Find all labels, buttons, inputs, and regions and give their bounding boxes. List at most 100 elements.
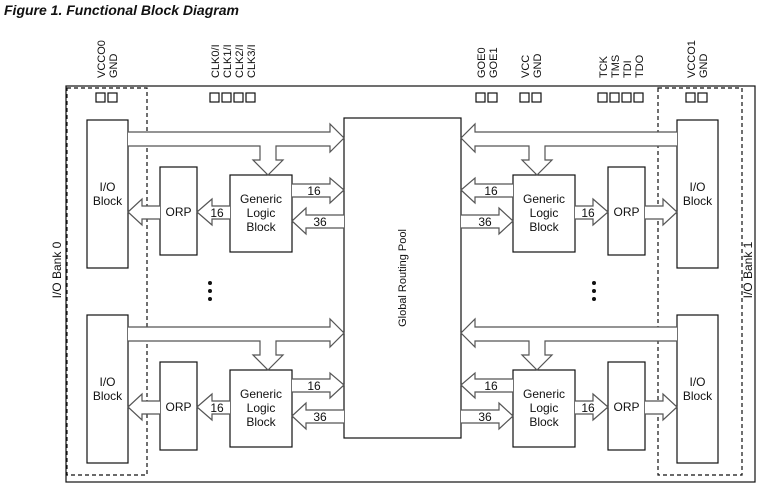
pin-pad (221, 92, 232, 103)
left-grp-to-glb-36-arrow (291, 401, 344, 431)
left-io-to-grp-arrow (128, 317, 345, 371)
right-glb-to-grp-16-arrow (460, 371, 513, 400)
io-block-label: Block (93, 194, 123, 208)
pin-pad (531, 92, 542, 103)
global-routing-pool-label: Global Routing Pool (397, 229, 409, 327)
glb-label: Logic (247, 206, 276, 220)
pin-label-gnd: GND (698, 54, 710, 79)
bus-width-label-36: 36 (478, 215, 492, 229)
continuation-dot (592, 289, 596, 293)
right-io-block (676, 314, 719, 464)
right-io-to-grp-arrow (460, 317, 677, 371)
pin-label-clk2i: CLK2/I (234, 44, 246, 78)
io-block-label: Block (683, 194, 713, 208)
io-block-label: I/O (99, 180, 115, 194)
io-block-label: I/O (689, 375, 705, 389)
bus-width-label-16: 16 (210, 401, 224, 415)
global-routing-pool (343, 117, 462, 439)
orp-label: ORP (613, 205, 639, 219)
pin-label-tdo: TDO (634, 54, 646, 78)
figure-title: Figure 1. Functional Block Diagram (4, 2, 239, 18)
left-glb-to-orp-16-arrow (196, 392, 230, 422)
right-orp-to-io-arrow (645, 197, 678, 227)
pin-pad (475, 92, 486, 103)
bus-width-label-36: 36 (478, 410, 492, 424)
orp-label: ORP (165, 400, 191, 414)
left-io-to-grp-arrow (128, 122, 345, 176)
io-bank-0-region (66, 87, 148, 476)
glb-label: Block (529, 220, 559, 234)
right-grp-to-glb-36-arrow (461, 206, 514, 236)
pin-pad (209, 92, 220, 103)
left-orp-to-io-arrow (127, 392, 160, 422)
pin-label-vcco1: VCCO1 (686, 40, 698, 78)
left-grp-to-glb-36-arrow (291, 206, 344, 236)
pin-label-clk1i: CLK1/I (222, 44, 234, 78)
bus-width-label-16: 16 (484, 184, 498, 198)
glb-label: Generic (240, 192, 282, 206)
left-io-block (86, 314, 129, 464)
io-block-label: Block (93, 389, 123, 403)
bus-width-label-16: 16 (581, 401, 595, 415)
left-orp-to-io-arrow (127, 197, 160, 227)
pin-pad (597, 92, 608, 103)
pin-label-tdi: TDI (622, 60, 634, 78)
glb-label: Logic (530, 401, 559, 415)
pin-pad (245, 92, 256, 103)
continuation-dot (208, 297, 212, 301)
orp-label: ORP (165, 205, 191, 219)
pin-label-gnd: GND (108, 54, 120, 79)
left-glb-to-grp-16-arrow (292, 371, 345, 400)
pin-pad (697, 92, 708, 103)
continuation-dot (592, 281, 596, 285)
bus-width-label-36: 36 (313, 410, 327, 424)
io-bank-0-label: I/O Bank 0 (50, 241, 64, 298)
io-block-label: I/O (689, 180, 705, 194)
right-io-block (676, 119, 719, 269)
io-bank-1-label: I/O Bank 1 (741, 241, 755, 298)
bus-width-label-16: 16 (307, 379, 321, 393)
continuation-dot (208, 281, 212, 285)
pin-pad (685, 92, 696, 103)
glb-label: Generic (523, 192, 565, 206)
pin-label-goe1: GOE1 (488, 47, 500, 78)
right-orp-to-io-arrow (645, 392, 678, 422)
right-glb-to-orp-16-arrow (575, 197, 609, 227)
bus-width-label-16: 16 (307, 184, 321, 198)
right-grp-to-glb-36-arrow (461, 401, 514, 431)
glb-label: Generic (523, 387, 565, 401)
pin-label-tms: TMS (610, 55, 622, 78)
glb-label: Block (246, 220, 276, 234)
pin-label-tck: TCK (598, 55, 610, 78)
pin-label-clk3i: CLK3/I (246, 44, 258, 78)
glb-label: Generic (240, 387, 282, 401)
io-bank-1-region (657, 87, 743, 476)
right-glb-to-grp-16-arrow (460, 176, 513, 205)
orp-label: ORP (613, 400, 639, 414)
continuation-dot (592, 297, 596, 301)
bus-width-label-16: 16 (484, 379, 498, 393)
io-block-label: I/O (99, 375, 115, 389)
pin-pad (609, 92, 620, 103)
bus-width-label-16: 16 (210, 206, 224, 220)
device-outline (65, 85, 756, 483)
pin-pad (107, 92, 118, 103)
glb-label: Block (529, 415, 559, 429)
right-glb-to-orp-16-arrow (575, 392, 609, 422)
right-io-to-grp-arrow (460, 122, 677, 176)
glb-label: Logic (247, 401, 276, 415)
pin-label-vcco0: VCCO0 (96, 40, 108, 78)
left-glb-to-orp-16-arrow (196, 197, 230, 227)
pin-pad (621, 92, 632, 103)
pin-pad (233, 92, 244, 103)
io-block-label: Block (683, 389, 713, 403)
pin-pad (519, 92, 530, 103)
pin-label-gnd: GND (532, 54, 544, 79)
continuation-dot (208, 289, 212, 293)
pin-pad (633, 92, 644, 103)
pin-label-vcc: VCC (520, 55, 532, 78)
pin-label-goe0: GOE0 (476, 47, 488, 78)
bus-width-label-36: 36 (313, 215, 327, 229)
left-glb-to-grp-16-arrow (292, 176, 345, 205)
